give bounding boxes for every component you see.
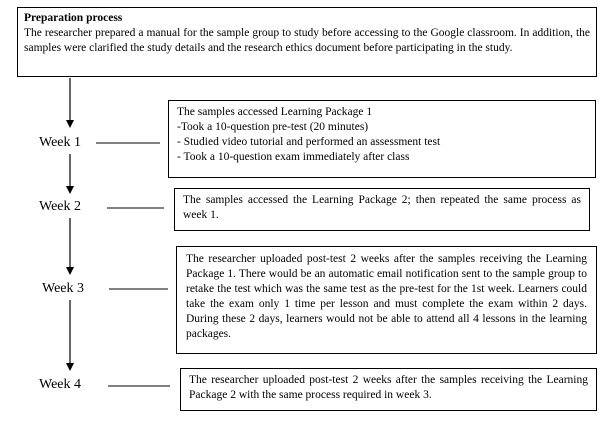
week-1-line: The samples accessed Learning Package 1 — [177, 106, 373, 118]
week-1-line: -Took a 10-question pre-test (20 minutes… — [177, 121, 369, 133]
week-1-line: - Took a 10-question exam immediately af… — [177, 151, 410, 163]
week-1-line: - Studied video tutorial and performed a… — [177, 136, 441, 148]
week-4-box: The researcher uploaded post-test 2 week… — [180, 368, 597, 411]
week-2-text: The samples accessed the Learning Packag… — [183, 194, 581, 221]
week-3-label: Week 3 — [42, 281, 85, 296]
week-2-box: The samples accessed the Learning Packag… — [174, 188, 590, 231]
week-1-box: The samples accessed Learning Package 1 … — [168, 100, 596, 178]
preparation-description: The researcher prepared a manual for the… — [24, 27, 590, 54]
week-3-text: The researcher uploaded post-test 2 week… — [186, 253, 587, 340]
preparation-process-box: Preparation process The researcher prepa… — [17, 7, 597, 77]
week-4-label: Week 4 — [39, 377, 82, 392]
week-2-label: Week 2 — [39, 199, 82, 214]
week-3-box: The researcher uploaded post-test 2 week… — [176, 246, 597, 354]
preparation-title: Preparation process — [24, 12, 123, 24]
week-4-text: The researcher uploaded post-test 2 week… — [189, 374, 588, 401]
week-1-label: Week 1 — [39, 135, 82, 150]
